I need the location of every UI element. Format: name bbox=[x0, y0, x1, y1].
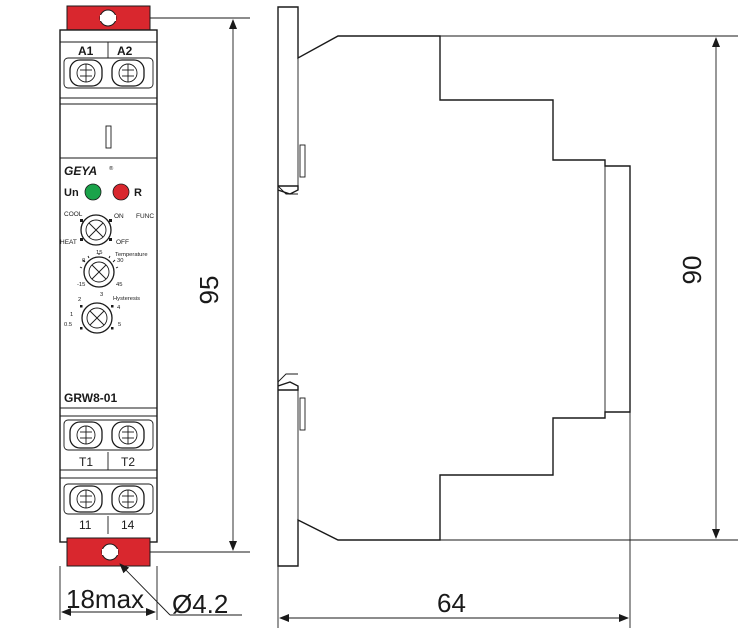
side-latch-top bbox=[299, 144, 306, 178]
brand-logo: GEYA bbox=[64, 164, 97, 178]
front-view: A1 A2 GEYA ® Un R COOL ON FUNC bbox=[59, 5, 158, 567]
side-view bbox=[277, 6, 631, 567]
hyst-scale-4: 4 bbox=[117, 305, 121, 311]
temp-scale-minus15: -15 bbox=[77, 282, 85, 288]
side-housing-outline bbox=[277, 6, 631, 567]
hyst-title: Hysteresis bbox=[113, 296, 140, 302]
side-latch-bottom bbox=[299, 397, 306, 431]
dimension-depth-64: 64 bbox=[437, 588, 466, 618]
temp-title: Temperature bbox=[115, 252, 148, 258]
knob-label-cool: COOL bbox=[64, 211, 83, 218]
knob-label-off: OFF bbox=[116, 239, 129, 246]
side-dimensions: 90 64 bbox=[277, 35, 738, 628]
temperature-knob[interactable] bbox=[79, 253, 119, 288]
hyst-scale-3: 3 bbox=[100, 292, 103, 298]
screw-14 bbox=[111, 485, 145, 513]
led-red-r bbox=[112, 183, 130, 201]
function-knob[interactable] bbox=[80, 214, 112, 246]
knob-label-heat: HEAT bbox=[60, 239, 77, 246]
terminal-label-a1: A1 bbox=[78, 44, 94, 58]
screw-a2 bbox=[111, 59, 145, 87]
screw-t2 bbox=[111, 421, 145, 449]
bottom-clip-slot bbox=[102, 549, 118, 555]
hyst-scale-0-5: 0.5 bbox=[64, 322, 72, 328]
led-green-un bbox=[84, 183, 102, 201]
hyst-scale-5: 5 bbox=[118, 322, 121, 328]
brand-registered-mark: ® bbox=[109, 165, 114, 172]
knob-label-func: FUNC bbox=[136, 213, 154, 220]
temp-scale-45: 45 bbox=[116, 282, 122, 288]
hysteresis-knob[interactable] bbox=[80, 302, 114, 334]
led-label-un: Un bbox=[64, 187, 79, 199]
dimension-hole-diameter: Ø4.2 bbox=[172, 589, 228, 619]
dimension-width-18max: 18max bbox=[66, 584, 144, 614]
model-number: GRW8-01 bbox=[64, 391, 117, 405]
dimension-height-90: 90 bbox=[677, 256, 707, 285]
hyst-scale-2: 2 bbox=[78, 297, 81, 303]
front-housing bbox=[59, 29, 158, 543]
temp-scale-30: 30 bbox=[117, 258, 123, 264]
terminal-label-t1: T1 bbox=[79, 455, 93, 469]
terminal-label-t2: T2 bbox=[121, 455, 135, 469]
front-dimensions: 95 18max Ø4.2 bbox=[59, 17, 250, 620]
screw-11 bbox=[69, 485, 103, 513]
terminal-label-11: 11 bbox=[79, 518, 92, 532]
dimension-height-95: 95 bbox=[194, 276, 224, 305]
screw-a1 bbox=[69, 59, 103, 87]
top-clip-slot bbox=[100, 15, 116, 21]
screw-t1 bbox=[69, 421, 103, 449]
terminal-label-a2: A2 bbox=[117, 44, 133, 58]
terminal-label-14: 14 bbox=[121, 518, 135, 532]
knob-label-on: ON bbox=[114, 213, 124, 220]
hyst-scale-1: 1 bbox=[70, 312, 73, 318]
led-label-r: R bbox=[134, 187, 142, 199]
front-slot bbox=[105, 125, 112, 149]
